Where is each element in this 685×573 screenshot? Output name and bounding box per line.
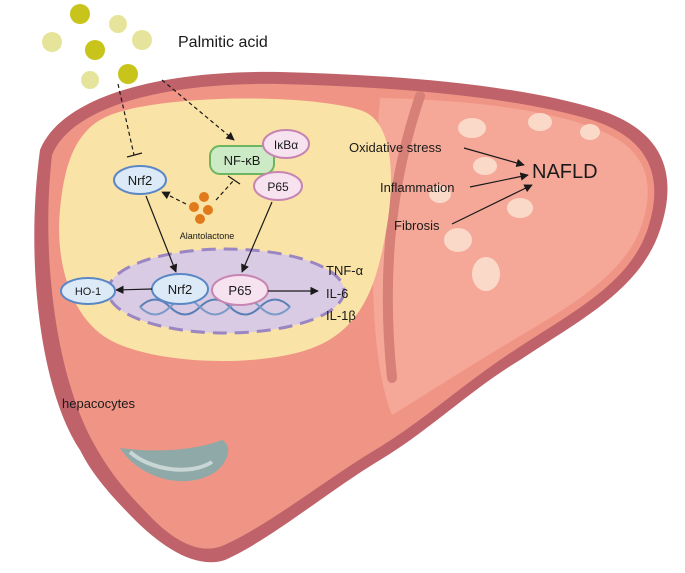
nfkb-complex: NF-κB bbox=[209, 145, 275, 175]
fibrosis-arrow bbox=[451, 184, 533, 225]
fibrosis-label: Fibrosis bbox=[394, 218, 440, 233]
palmitic-acid-label: Palmitic acid bbox=[178, 34, 268, 51]
svg-text:Nrf2: Nrf2 bbox=[168, 282, 193, 297]
inflammation-arrow bbox=[469, 172, 529, 188]
cytokine-il1b: IL-1β bbox=[326, 308, 356, 323]
palmitic-acid-particles bbox=[42, 4, 152, 89]
activate-nrf2-line bbox=[161, 191, 187, 205]
svg-text:P65: P65 bbox=[267, 180, 289, 194]
p65-nucleus: P65 bbox=[211, 274, 269, 306]
nrf2-cytoplasm: Nrf2 bbox=[113, 165, 167, 195]
p65-translocation-arrow bbox=[241, 201, 273, 273]
p65-cytoplasm: P65 bbox=[253, 171, 303, 201]
inhibit-nrf2-line bbox=[117, 83, 143, 158]
nafld-label: NAFLD bbox=[532, 161, 598, 183]
svg-text:NF-κB: NF-κB bbox=[224, 153, 261, 168]
alantolactone-label: Alantolactone bbox=[180, 231, 235, 241]
ikba: IκBα bbox=[262, 129, 310, 159]
activate-nfkb-line bbox=[161, 79, 235, 141]
alantolactone-molecules bbox=[189, 192, 213, 224]
fat-droplets bbox=[429, 113, 600, 291]
ho1-arrow bbox=[115, 285, 153, 294]
cytokine-list: TNF-α IL-6 IL-1β bbox=[326, 263, 364, 323]
gallbladder bbox=[120, 440, 229, 482]
liver-right-lobe bbox=[372, 98, 648, 415]
cytokine-il6: IL-6 bbox=[326, 286, 348, 301]
dna-helix bbox=[139, 298, 291, 316]
ho1: HO-1 bbox=[60, 277, 116, 305]
svg-text:HO-1: HO-1 bbox=[75, 286, 101, 298]
hepatocytes-label: hepacocytes bbox=[62, 396, 135, 411]
nrf2-translocation-arrow bbox=[145, 195, 178, 273]
nrf2-nucleus: Nrf2 bbox=[151, 273, 209, 305]
svg-text:IκBα: IκBα bbox=[274, 138, 298, 152]
oxidative-stress-label: Oxidative stress bbox=[349, 140, 442, 155]
inflammation-label: Inflammation bbox=[380, 180, 454, 195]
svg-text:P65: P65 bbox=[228, 283, 251, 298]
svg-text:Nrf2: Nrf2 bbox=[128, 173, 153, 188]
liver-fissure bbox=[382, 91, 425, 383]
oxidative-stress-arrow bbox=[463, 147, 525, 167]
inhibit-nfkb-line bbox=[215, 175, 241, 201]
cytokine-tnf: TNF-α bbox=[326, 263, 364, 278]
